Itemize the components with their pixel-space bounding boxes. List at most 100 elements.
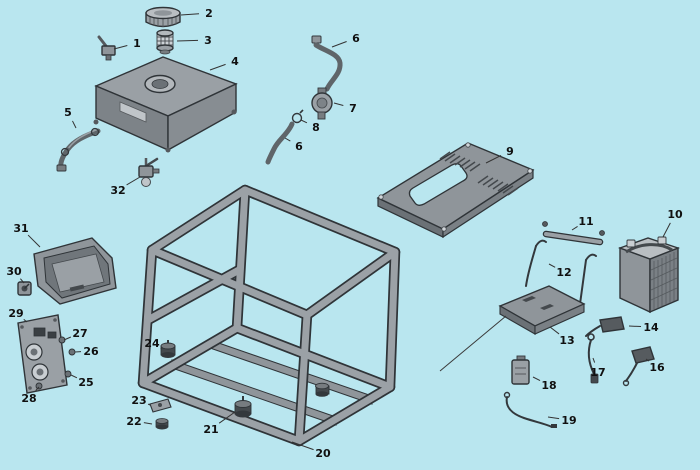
tray-position-line — [439, 315, 507, 372]
callout-4: 4 — [209, 55, 239, 71]
callout-13: 13 — [549, 326, 575, 347]
callout-number: 6 — [295, 140, 303, 153]
callout-26: 26 — [74, 345, 99, 358]
callout-24: 24 — [144, 337, 163, 350]
fuel-tank — [93, 56, 238, 153]
relay — [511, 355, 530, 385]
callout-number: 4 — [231, 55, 239, 68]
bolt-26 — [68, 348, 76, 356]
callout-30: 30 — [6, 265, 25, 284]
callout-leader-line — [662, 222, 671, 238]
callout-9: 9 — [485, 145, 514, 164]
callout-number: 23 — [131, 394, 146, 407]
callout-31: 31 — [13, 222, 41, 248]
callout-number: 14 — [643, 321, 659, 334]
callout-number: 27 — [72, 327, 87, 340]
callout-leader-line — [548, 263, 556, 268]
callout-number: 12 — [556, 266, 571, 279]
callout-25: 25 — [70, 374, 94, 389]
callout-10: 10 — [662, 208, 683, 238]
control-panel-face — [17, 314, 68, 394]
callout-leader-line — [300, 119, 308, 124]
callout-number: 5 — [64, 106, 72, 119]
tank-label-plate — [119, 101, 147, 123]
callout-leader-line — [20, 278, 25, 284]
battery-tray — [439, 285, 586, 372]
battery-handle — [625, 243, 673, 254]
callout-number: 11 — [578, 215, 593, 228]
connector-boot — [622, 346, 655, 387]
panel-switch — [47, 331, 57, 339]
callout-6: 6 — [284, 137, 303, 153]
panel-housing — [33, 237, 117, 305]
callout-20: 20 — [291, 441, 331, 460]
rubber-mount-rear — [160, 340, 176, 358]
connector-plug — [585, 316, 625, 337]
fuel-filter-assembly — [265, 35, 343, 165]
callout-leader-line — [160, 347, 163, 350]
callout-number: 25 — [78, 376, 93, 389]
callout-number: 19 — [561, 414, 576, 427]
callout-leader-line — [547, 416, 560, 420]
outlet-receptacle-lower — [31, 363, 49, 381]
cover-vent-grille-left — [439, 151, 481, 172]
callout-leader-line — [72, 120, 77, 129]
callout-number: 18 — [541, 379, 556, 392]
rubber-mount-front — [234, 396, 252, 418]
callout-number: 9 — [506, 145, 514, 158]
callout-leader-line — [333, 102, 344, 106]
callout-leader-line — [113, 45, 128, 50]
callout-18: 18 — [532, 376, 557, 392]
bolt-28 — [35, 382, 43, 390]
callout-leader-line — [63, 336, 72, 341]
cover-handle-opening — [408, 163, 468, 206]
callout-leader-line — [485, 155, 502, 164]
callout-leader-line — [209, 63, 226, 71]
callout-11: 11 — [571, 215, 594, 231]
callout-number: 20 — [315, 447, 331, 460]
fuel-strainer — [156, 29, 174, 55]
callout-number: 28 — [21, 392, 36, 405]
callout-number: 6 — [352, 32, 360, 45]
battery-hold-down-bracket — [542, 221, 605, 246]
callout-29: 29 — [8, 307, 28, 323]
outlet-receptacle-upper — [25, 343, 43, 361]
callout-leader-line — [549, 326, 560, 335]
callout-3: 3 — [176, 34, 212, 47]
toggle-switch — [17, 281, 32, 296]
callout-leader-line — [70, 374, 78, 379]
callout-leader-line — [27, 234, 41, 248]
ground-wire — [503, 391, 557, 428]
callout-number: 30 — [6, 265, 22, 278]
generator-frame — [137, 184, 401, 447]
callout-number: 31 — [13, 222, 28, 235]
callout-12: 12 — [548, 263, 572, 279]
bolt-25 — [64, 370, 72, 378]
top-cover-panel — [376, 142, 535, 239]
callout-23: 23 — [131, 394, 151, 407]
battery — [617, 236, 681, 314]
callout-number: 10 — [667, 208, 683, 221]
fuel-hose-lower — [265, 121, 295, 165]
callout-leader-line — [143, 422, 153, 425]
callout-leader-line — [284, 137, 291, 142]
rubber-grommet — [155, 418, 169, 430]
callout-19: 19 — [547, 414, 577, 427]
callout-number: 13 — [559, 334, 574, 347]
callout-leader-line — [147, 403, 151, 406]
callout-27: 27 — [63, 327, 88, 341]
callout-leader-line — [532, 376, 541, 381]
callout-leader-line — [645, 358, 650, 362]
callouts: 2314678653291011121314161718192021222324… — [6, 7, 683, 460]
callout-leader-line — [176, 39, 199, 42]
callout-number: 32 — [110, 184, 125, 197]
callout-21: 21 — [203, 411, 236, 436]
callout-number: 24 — [144, 337, 160, 350]
callout-number: 3 — [204, 34, 212, 47]
fuel-hose-left — [56, 127, 101, 172]
callout-number: 2 — [205, 7, 213, 20]
fuel-hose-upper — [313, 42, 343, 92]
callout-28: 28 — [21, 386, 40, 405]
battery-terminal-neg — [626, 239, 636, 248]
